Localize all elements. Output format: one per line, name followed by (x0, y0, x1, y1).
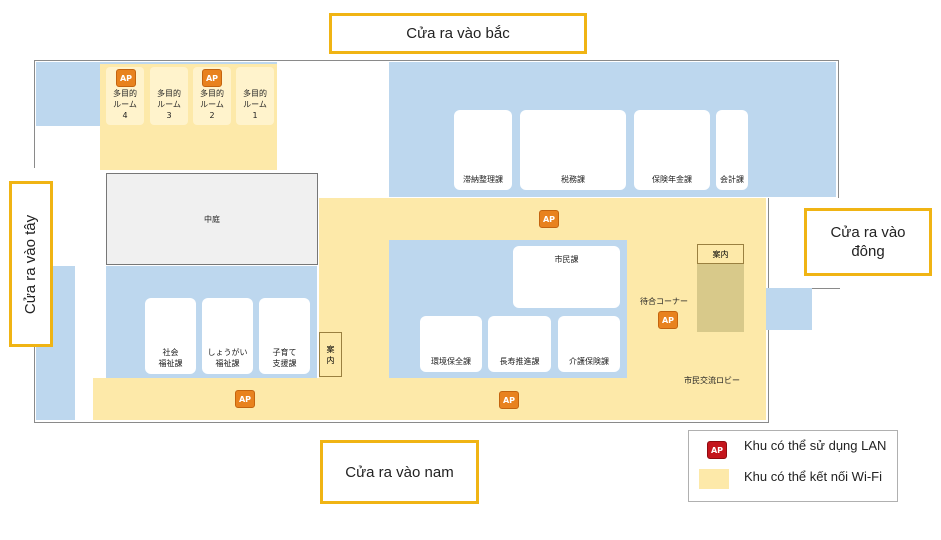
room-accounting: 会計課 (716, 110, 748, 190)
ap-corridor-icon: AP (539, 210, 559, 228)
entrance-north-label: Cửa ra vào bắc (406, 25, 510, 42)
room-delinquency-label: 滞納整理課 (463, 175, 503, 184)
room-disability-welfare-line2: 福祉課 (215, 359, 240, 368)
ap-south-west-icon: AP (235, 390, 255, 408)
east-side-area (766, 288, 812, 330)
courtyard: 中庭 (106, 173, 318, 265)
info-desk-east: 案内 (697, 244, 744, 264)
room-longevity: 長寿推進課 (488, 316, 551, 372)
meeting-room-1-line1: 多目的 (243, 89, 267, 98)
room-disability-welfare: しょうがい 福祉課 (202, 298, 253, 374)
meeting-room-4-line2: ルーム (113, 100, 137, 109)
legend-lan-label: Khu có thể sử dụng LAN (744, 438, 887, 453)
entrance-east-line2: đông (851, 243, 885, 260)
lobby-label: 市民交流ロビー (684, 376, 740, 385)
room-childcare-support-line2: 支援課 (272, 359, 297, 368)
meeting-room-3: 多目的 ルーム 3 (150, 67, 188, 125)
legend: AP Khu có thể sử dụng LAN Khu có thể kết… (688, 430, 898, 502)
room-citizens-label: 市民課 (554, 255, 579, 264)
info-desk-west: 案 内 (319, 332, 342, 377)
meeting-room-1-number: 1 (252, 111, 258, 120)
meeting-room-3-line1: 多目的 (157, 89, 181, 98)
info-desk-area-east (697, 264, 744, 332)
entrance-east-line1: Cửa ra vào (830, 224, 906, 241)
meeting-room-2-number: 2 (209, 111, 215, 120)
meeting-room-1-line2: ルーム (243, 100, 267, 109)
ap-meeting-room-2-icon: AP (202, 69, 222, 87)
room-citizens: 市民課 (513, 246, 620, 308)
meeting-room-4-line1: 多目的 (113, 89, 137, 98)
info-desk-east-label: 案内 (712, 249, 729, 259)
room-disability-welfare-line1: しょうがい (207, 348, 248, 357)
room-environment: 環境保全課 (420, 316, 482, 372)
ap-south-central-icon: AP (499, 391, 519, 409)
entrance-south: Cửa ra vào nam (320, 440, 479, 504)
room-insurance-pension: 保険年金課 (634, 110, 710, 190)
legend-lan-icon: AP (707, 441, 727, 459)
info-desk-west-line1: 案 (326, 344, 335, 354)
entrance-west: Cửa ra vào tây (9, 181, 53, 347)
meeting-room-1: 多目的 ルーム 1 (236, 67, 274, 125)
legend-wifi-swatch (699, 469, 729, 489)
south-corridor-wifi-area (93, 378, 766, 420)
entrance-west-label: Cửa ra vào tây (22, 214, 40, 314)
room-longevity-label: 長寿推進課 (499, 357, 540, 366)
room-childcare-support-line1: 子育て (272, 348, 297, 357)
meeting-room-4-number: 4 (122, 111, 128, 120)
room-social-welfare: 社会 福祉課 (145, 298, 196, 374)
room-accounting-label: 会計課 (720, 175, 744, 184)
ap-waiting-corner-icon: AP (658, 311, 678, 329)
meeting-room-2-line2: ルーム (200, 100, 224, 109)
entrance-south-label: Cửa ra vào nam (345, 463, 454, 481)
meeting-room-2-line1: 多目的 (200, 89, 224, 98)
ap-meeting-room-4-icon: AP (116, 69, 136, 87)
courtyard-label: 中庭 (204, 214, 220, 224)
room-environment-label: 環境保全課 (431, 357, 471, 366)
room-tax-label: 税務課 (561, 175, 585, 184)
room-insurance-pension-label: 保険年金課 (652, 175, 692, 184)
entrance-north: Cửa ra vào bắc (329, 13, 587, 54)
room-social-welfare-line2: 福祉課 (158, 359, 183, 368)
room-tax: 税務課 (520, 110, 626, 190)
room-childcare-support: 子育て 支援課 (259, 298, 310, 374)
waiting-corner-label: 待合コーナー (640, 297, 688, 306)
legend-wifi-label: Khu có thể kết nối Wi-Fi (744, 469, 882, 484)
room-delinquency: 滞納整理課 (454, 110, 512, 190)
meeting-room-3-line2: ルーム (157, 100, 181, 109)
entrance-east: Cửa ra vào đông (804, 208, 932, 276)
meeting-room-4: 多目的 ルーム 4 (106, 67, 144, 125)
room-social-welfare-line1: 社会 (162, 348, 179, 357)
room-care-insurance: 介護保険課 (558, 316, 620, 372)
info-desk-west-line2: 内 (326, 355, 335, 365)
meeting-room-3-number: 3 (166, 111, 172, 120)
room-care-insurance-label: 介護保険課 (569, 357, 609, 366)
